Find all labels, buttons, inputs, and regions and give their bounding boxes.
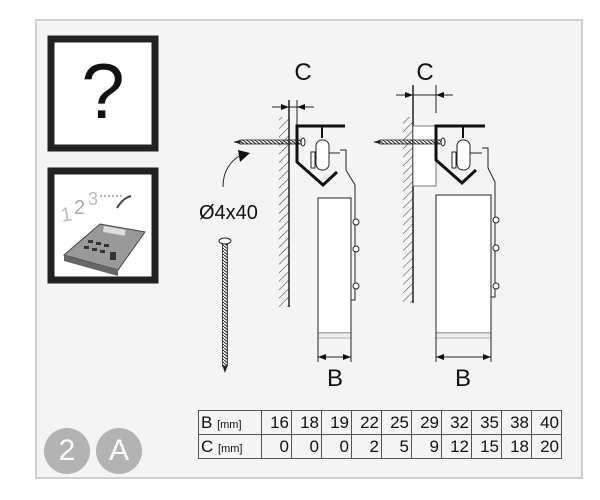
table-cell: 16 <box>261 410 292 435</box>
screw-size-label: Ø4x40 <box>199 202 258 224</box>
table-cell: 0 <box>261 434 292 459</box>
label-b-right: B <box>455 365 471 392</box>
svg-text:1: 1 <box>59 203 74 227</box>
door-panel-left <box>317 197 360 339</box>
step-number-badge: 2 <box>44 428 90 474</box>
row-label: C <box>201 436 214 456</box>
unit-label: [mm] <box>218 442 243 455</box>
screw-icon <box>218 237 232 373</box>
table-cell: 25 <box>381 410 412 435</box>
wall-right <box>403 85 437 303</box>
dimension-c-left: C <box>272 59 314 126</box>
bracket-right <box>434 124 496 298</box>
door-panel-right <box>435 194 500 339</box>
table-cell: 20 <box>531 434 562 459</box>
table-cell: 35 <box>471 410 502 435</box>
table-cell: 12 <box>441 434 472 459</box>
table-row-b: B [mm] 16 18 19 22 25 29 32 35 38 40 <box>198 410 562 435</box>
dimension-table: B [mm] 16 18 19 22 25 29 32 35 38 40 C [… <box>198 410 562 459</box>
curved-arrow-icon <box>222 150 250 188</box>
table-cell: 15 <box>471 434 502 459</box>
question-mark-icon: ? <box>47 35 159 152</box>
screw-mounted-left <box>233 137 306 147</box>
table-cell: 0 <box>291 434 322 459</box>
table-cell: 9 <box>411 434 442 459</box>
dimension-b-left: B <box>317 333 352 392</box>
label-c-right: C <box>416 59 433 86</box>
calculator-icon: 1 2 3 <box>47 167 159 284</box>
screw-mounted-right <box>373 137 446 147</box>
label-c-left: C <box>294 59 311 86</box>
table-cell: 29 <box>411 410 442 435</box>
step-letter-badge: A <box>96 428 142 474</box>
table-row-c: C [mm] 0 0 0 2 5 9 12 15 18 20 <box>198 434 562 459</box>
table-cell: 5 <box>381 434 412 459</box>
table-cell: 32 <box>441 410 472 435</box>
wall-left <box>279 100 290 307</box>
dimension-b-right: B <box>435 333 492 392</box>
table-cell: 38 <box>501 410 532 435</box>
svg-text:?: ? <box>81 47 124 135</box>
table-cell: 18 <box>291 410 322 435</box>
table-cell: 40 <box>531 410 562 435</box>
table-cell: 18 <box>501 434 532 459</box>
label-b-left: B <box>327 365 343 392</box>
svg-text:3: 3 <box>88 189 98 209</box>
table-cell: 0 <box>321 434 352 459</box>
table-cell: 22 <box>351 410 382 435</box>
bracket-left <box>295 124 356 301</box>
table-cell: 19 <box>321 410 352 435</box>
unit-label: [mm] <box>217 418 242 431</box>
row-label: B <box>201 412 213 432</box>
table-cell: 2 <box>351 434 382 459</box>
svg-text:2: 2 <box>74 197 85 219</box>
dimension-c-right: C <box>396 59 453 113</box>
